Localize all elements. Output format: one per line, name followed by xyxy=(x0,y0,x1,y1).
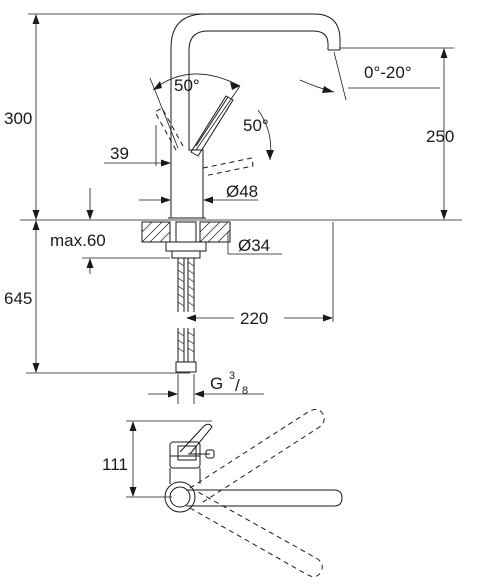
top-view: 111 xyxy=(102,408,343,578)
side-view: 300 645 250 xyxy=(4,13,462,404)
hose-length-label: 645 xyxy=(4,289,32,308)
connection-thread-letter: G xyxy=(210,374,223,393)
spout xyxy=(170,13,341,120)
dim-300 xyxy=(32,14,40,220)
top-view-height-label: 111 xyxy=(102,455,128,474)
top-view-spout-swing-up xyxy=(189,408,325,505)
lever-angle-side-label: 50° xyxy=(243,116,269,135)
hole-diameter-label: Ø34 xyxy=(238,236,270,255)
spout-reach-label: 220 xyxy=(240,309,268,328)
lever-angle-top-dim xyxy=(149,73,241,151)
deck-thickness-label: max.60 xyxy=(50,231,106,250)
connection-thread-numerator: 3 xyxy=(229,370,235,382)
lever-angle-top-label: 50° xyxy=(174,76,200,95)
top-view-spout xyxy=(186,489,343,507)
spout-height-label: 250 xyxy=(426,127,454,146)
hole-diameter-dim xyxy=(227,232,282,255)
faucet-body xyxy=(168,120,206,219)
dim-250 xyxy=(440,48,448,220)
deck-thickness-dim xyxy=(82,188,170,274)
mounting-nut xyxy=(165,241,207,259)
dim-111 xyxy=(126,420,212,498)
lever-angle-side-dim xyxy=(257,109,274,161)
connection-thread-dim xyxy=(148,374,264,404)
dim-645 xyxy=(32,220,40,373)
top-view-lever xyxy=(177,423,215,461)
spout-reach-dim xyxy=(186,222,334,322)
body-diameter-label: Ø48 xyxy=(226,182,258,201)
body-diameter-dim xyxy=(139,196,258,204)
top-view-body xyxy=(164,441,201,513)
total-height-label: 300 xyxy=(4,109,32,128)
top-view-spout-swing-down xyxy=(189,491,323,578)
spout-swivel-label: 0°-20° xyxy=(364,63,412,82)
lever-offset-label: 39 xyxy=(110,144,129,163)
lever-offset-dim xyxy=(104,125,171,167)
spout-swivel-dim xyxy=(299,51,440,101)
countertop-section xyxy=(141,221,231,243)
connection-thread-slash: / xyxy=(235,376,240,395)
connection-thread-denominator: 8 xyxy=(242,385,248,397)
lever-swing-positions xyxy=(154,107,254,177)
lever-handle xyxy=(190,95,234,157)
supply-hoses xyxy=(175,221,197,373)
